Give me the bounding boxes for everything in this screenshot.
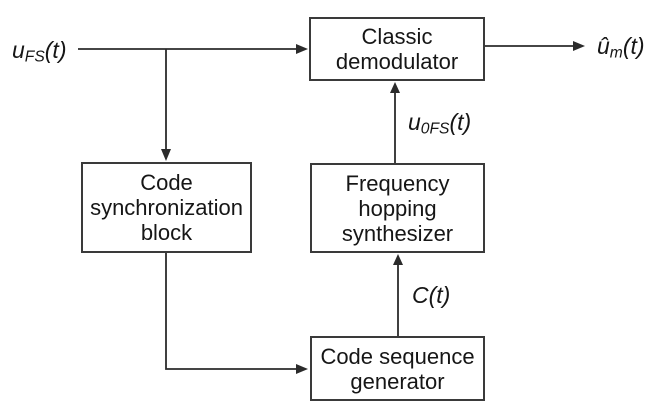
arrowhead-up-icon (390, 82, 400, 93)
signal-label-input: uFS(t) (12, 37, 66, 70)
arrowhead-down-icon (161, 149, 171, 161)
block-code-synchronization: Code synchronization block (81, 162, 252, 253)
block-classic-demodulator-label: Classic demodulator (335, 24, 459, 74)
connector-sync-block-to-generator (165, 253, 297, 370)
block-frequency-hopping-synthesizer-label: Frequency hopping synthesizer (341, 170, 454, 246)
signal-label-code-sequence: C(t) (412, 282, 450, 315)
signal-synth-subscript: 0FS (420, 120, 450, 138)
signal-code-base: C (412, 282, 429, 308)
arrowhead-right-icon (296, 44, 308, 54)
block-code-sequence-generator-label: Code sequence generator (320, 343, 475, 394)
signal-input-args: (t) (44, 37, 67, 63)
signal-output-subscript: m (609, 44, 623, 62)
signal-synth-base: u (408, 109, 421, 135)
signal-synth-args: (t) (449, 109, 472, 135)
block-code-sequence-generator: Code sequence generator (310, 336, 485, 401)
signal-output-args: (t) (622, 33, 645, 59)
block-classic-demodulator: Classic demodulator (309, 17, 485, 81)
signal-input-base: u (12, 37, 25, 63)
arrowhead-up-icon (393, 254, 403, 265)
signal-input-subscript: FS (24, 48, 45, 66)
signal-output-base: û (597, 33, 610, 59)
arrowhead-right-icon (296, 364, 308, 374)
signal-label-synthesizer-output: u0FS(t) (408, 109, 471, 142)
arrowhead-right-icon (573, 41, 585, 51)
signal-label-output: ûm(t) (597, 33, 645, 66)
block-code-synchronization-label: Code synchronization block (90, 170, 243, 245)
signal-code-args: (t) (428, 282, 451, 308)
block-frequency-hopping-synthesizer: Frequency hopping synthesizer (310, 163, 485, 253)
